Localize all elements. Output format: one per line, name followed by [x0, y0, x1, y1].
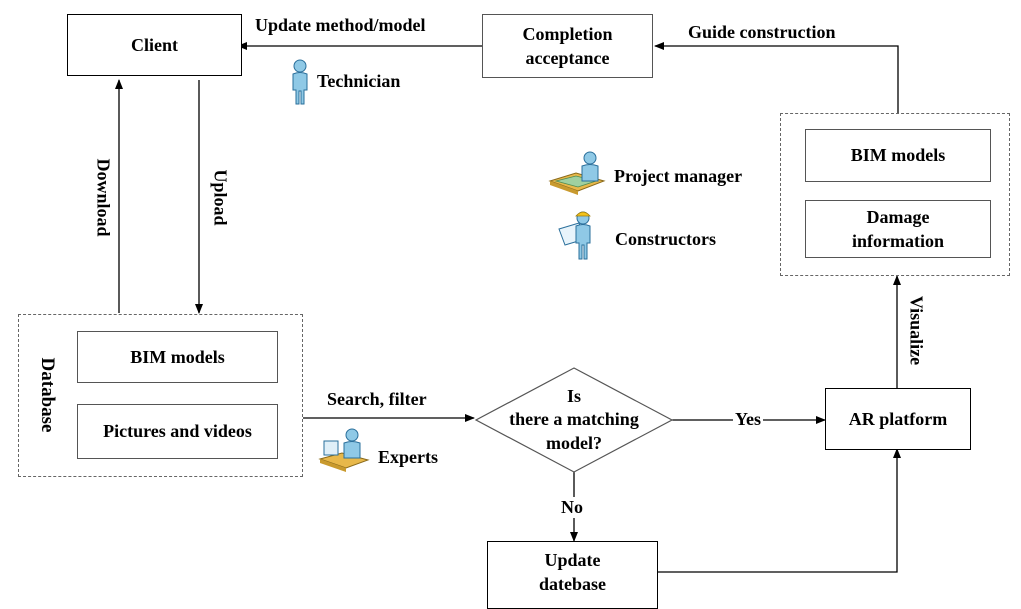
no-label: No: [561, 497, 583, 518]
constructors-label: Constructors: [615, 229, 716, 249]
pictures-videos-label: Pictures and videos: [103, 421, 252, 442]
project-manager-icon: [548, 151, 606, 195]
arrow-guide-construction: [654, 42, 899, 113]
right-bim-models-box: BIM models: [805, 129, 991, 182]
visualize-label: Visualize: [906, 295, 927, 366]
expert-icon: [318, 428, 370, 472]
guide-construction-label: Guide construction: [688, 22, 836, 42]
db-bim-models-label: BIM models: [130, 346, 225, 367]
damage-label-line2: information: [852, 231, 944, 251]
visualization-group: [780, 113, 1010, 276]
client-label: Client: [131, 34, 178, 55]
decision-line3: model?: [546, 432, 602, 453]
database-title: Database: [37, 357, 58, 433]
decision-line2: there a matching: [509, 409, 639, 430]
download-label: Download: [93, 158, 114, 237]
yes-label: Yes: [733, 409, 763, 430]
ar-platform-label: AR platform: [848, 408, 948, 429]
client-box: Client: [67, 14, 242, 76]
arrow-update-to-ar: [657, 448, 901, 573]
decision-text: Is there a matching model?: [476, 370, 672, 470]
completion-label-line2: acceptance: [525, 48, 610, 68]
decision-line1: Is: [566, 385, 581, 406]
technician-icon: [292, 59, 308, 105]
update-method-label: Update method/model: [255, 15, 426, 35]
update-label-line2: datebase: [539, 574, 606, 595]
completion-label-line1: Completion: [522, 23, 613, 44]
completion-acceptance-box: Completion acceptance: [482, 14, 653, 78]
constructor-icon: [558, 211, 591, 260]
damage-label-line1: Damage: [866, 206, 930, 227]
right-bim-models-label: BIM models: [850, 145, 946, 166]
database-group: [18, 314, 303, 477]
pictures-videos-box: Pictures and videos: [77, 404, 278, 459]
db-bim-models-box: BIM models: [77, 331, 278, 383]
ar-platform-box: AR platform: [825, 388, 971, 450]
search-filter-label: Search, filter: [327, 389, 427, 409]
update-label-line1: Update: [544, 550, 601, 570]
experts-label: Experts: [378, 447, 438, 467]
project-manager-label: Project manager: [614, 166, 743, 186]
technician-label: Technician: [317, 71, 401, 91]
upload-label: Upload: [210, 169, 231, 226]
damage-information-box: Damage information: [805, 200, 991, 258]
update-database-box: Update datebase: [487, 541, 658, 609]
decision-diamond: [474, 367, 674, 473]
